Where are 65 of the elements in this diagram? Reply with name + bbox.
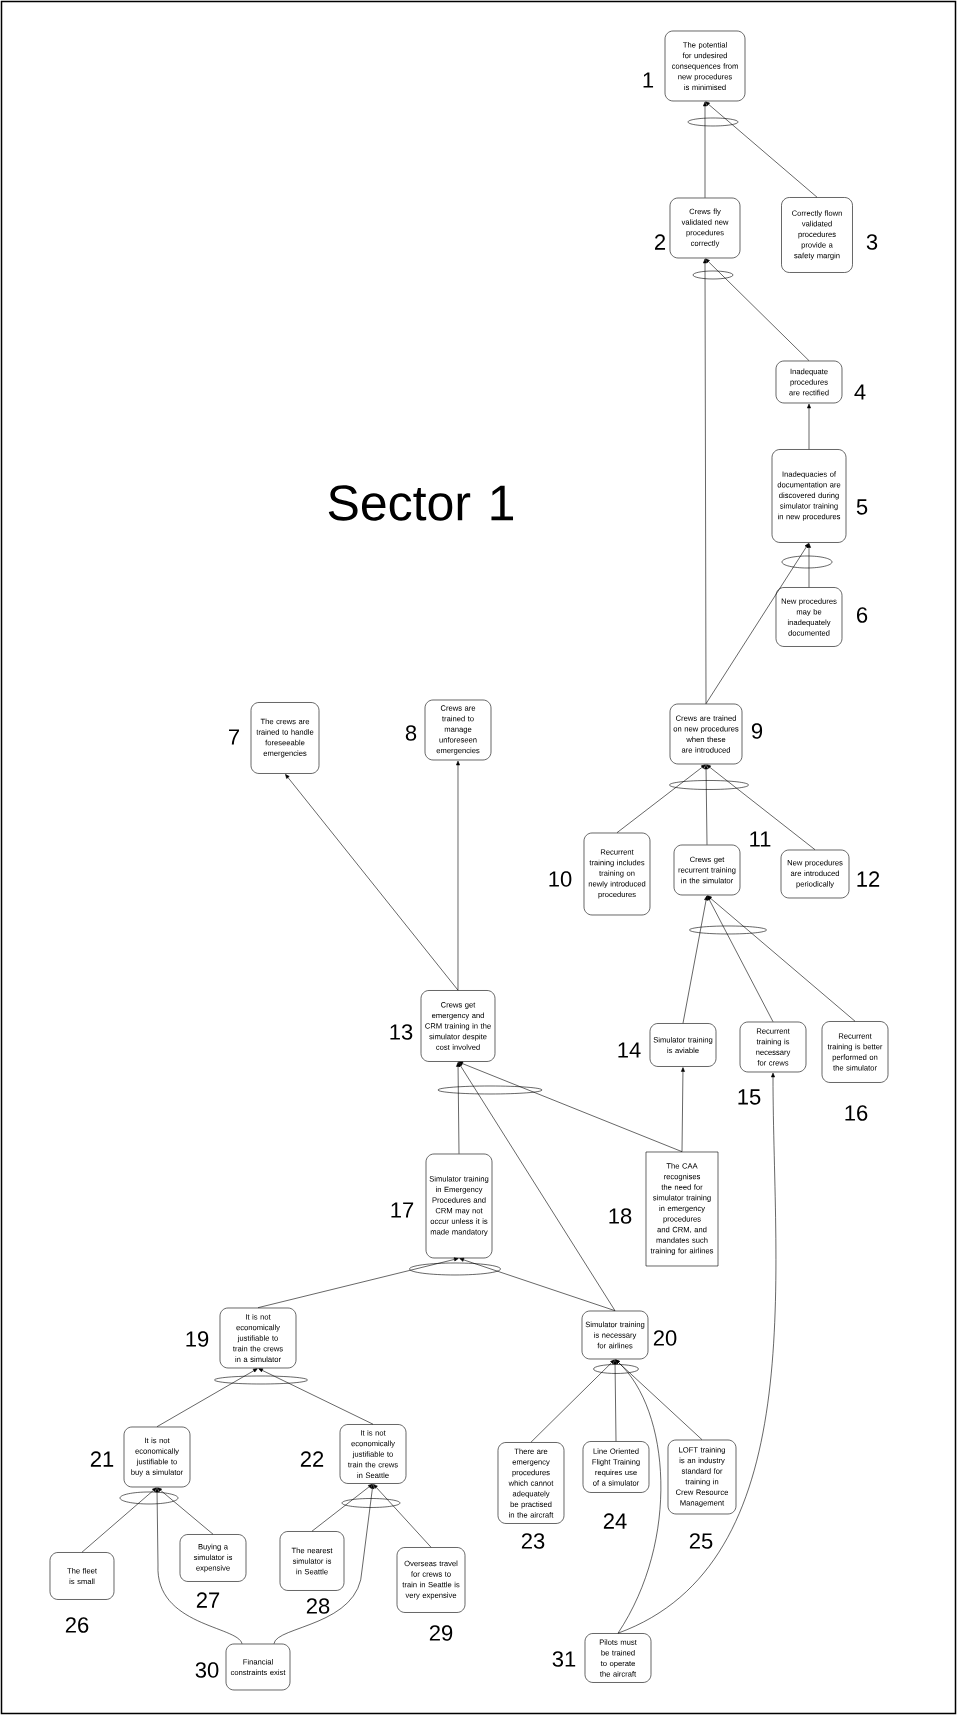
arrow bbox=[81, 1487, 157, 1553]
arrow bbox=[704, 764, 708, 845]
node-number: 22 bbox=[300, 1451, 324, 1467]
arrow bbox=[616, 764, 706, 833]
arrow bbox=[681, 1067, 685, 1152]
node-number: 2 bbox=[655, 234, 665, 250]
arrow bbox=[456, 760, 460, 991]
arrow bbox=[807, 543, 811, 588]
node-number: 13 bbox=[390, 1024, 413, 1040]
node-number: 17 bbox=[391, 1202, 414, 1218]
arrow bbox=[807, 403, 811, 450]
arrow bbox=[257, 1257, 459, 1308]
arrow bbox=[705, 101, 818, 198]
node-number: 16 bbox=[845, 1105, 868, 1121]
arrow bbox=[615, 1359, 662, 1634]
node-number: 11 bbox=[750, 831, 771, 847]
node-number: 4 bbox=[854, 384, 866, 400]
node-number: 1 bbox=[643, 72, 654, 88]
arrow bbox=[373, 1484, 432, 1548]
arrow bbox=[707, 895, 774, 1022]
node-number: 10 bbox=[549, 871, 572, 887]
arrow bbox=[530, 1359, 615, 1443]
arrow bbox=[703, 101, 707, 198]
arrow bbox=[682, 895, 709, 1024]
node-number: 8 bbox=[405, 725, 417, 741]
node-number: 23 bbox=[521, 1533, 545, 1549]
node-number: 26 bbox=[65, 1617, 89, 1633]
node-number: 28 bbox=[306, 1598, 330, 1614]
node-number: 18 bbox=[609, 1208, 632, 1224]
node-number: 30 bbox=[195, 1662, 219, 1678]
arrow bbox=[706, 764, 816, 850]
arrow bbox=[157, 1487, 214, 1535]
arrow bbox=[617, 1072, 777, 1634]
arrow bbox=[458, 1062, 616, 1311]
node-number: 6 bbox=[857, 607, 868, 623]
node-number: 15 bbox=[738, 1089, 761, 1105]
arrow bbox=[459, 1257, 616, 1311]
node-number: 5 bbox=[856, 499, 868, 515]
arrow bbox=[703, 258, 707, 704]
arrow bbox=[705, 258, 810, 361]
title: Sector 1 bbox=[328, 485, 513, 521]
arrow bbox=[311, 1484, 373, 1532]
arrow bbox=[456, 1062, 460, 1154]
arrow bbox=[273, 1484, 375, 1644]
node-number: 3 bbox=[866, 234, 878, 250]
node-number: 9 bbox=[751, 723, 763, 739]
node-number: 21 bbox=[90, 1451, 114, 1467]
node-number: 29 bbox=[429, 1625, 453, 1641]
node-number: 25 bbox=[689, 1533, 713, 1549]
arrow bbox=[613, 1359, 617, 1442]
node-number: 24 bbox=[603, 1513, 627, 1529]
arrow bbox=[458, 1061, 683, 1152]
node-number: 31 bbox=[552, 1651, 576, 1667]
arrow bbox=[285, 774, 459, 991]
arrow bbox=[707, 895, 856, 1022]
node-number: 19 bbox=[186, 1331, 209, 1347]
node-number: 27 bbox=[196, 1592, 220, 1608]
node-number: 12 bbox=[857, 871, 880, 887]
arrow bbox=[155, 1487, 243, 1644]
arrow bbox=[705, 543, 809, 704]
node-number: 20 bbox=[653, 1330, 677, 1346]
arrow bbox=[258, 1368, 374, 1425]
node-number: 14 bbox=[618, 1042, 641, 1058]
node-number: 7 bbox=[229, 729, 239, 745]
arrow bbox=[156, 1368, 258, 1427]
